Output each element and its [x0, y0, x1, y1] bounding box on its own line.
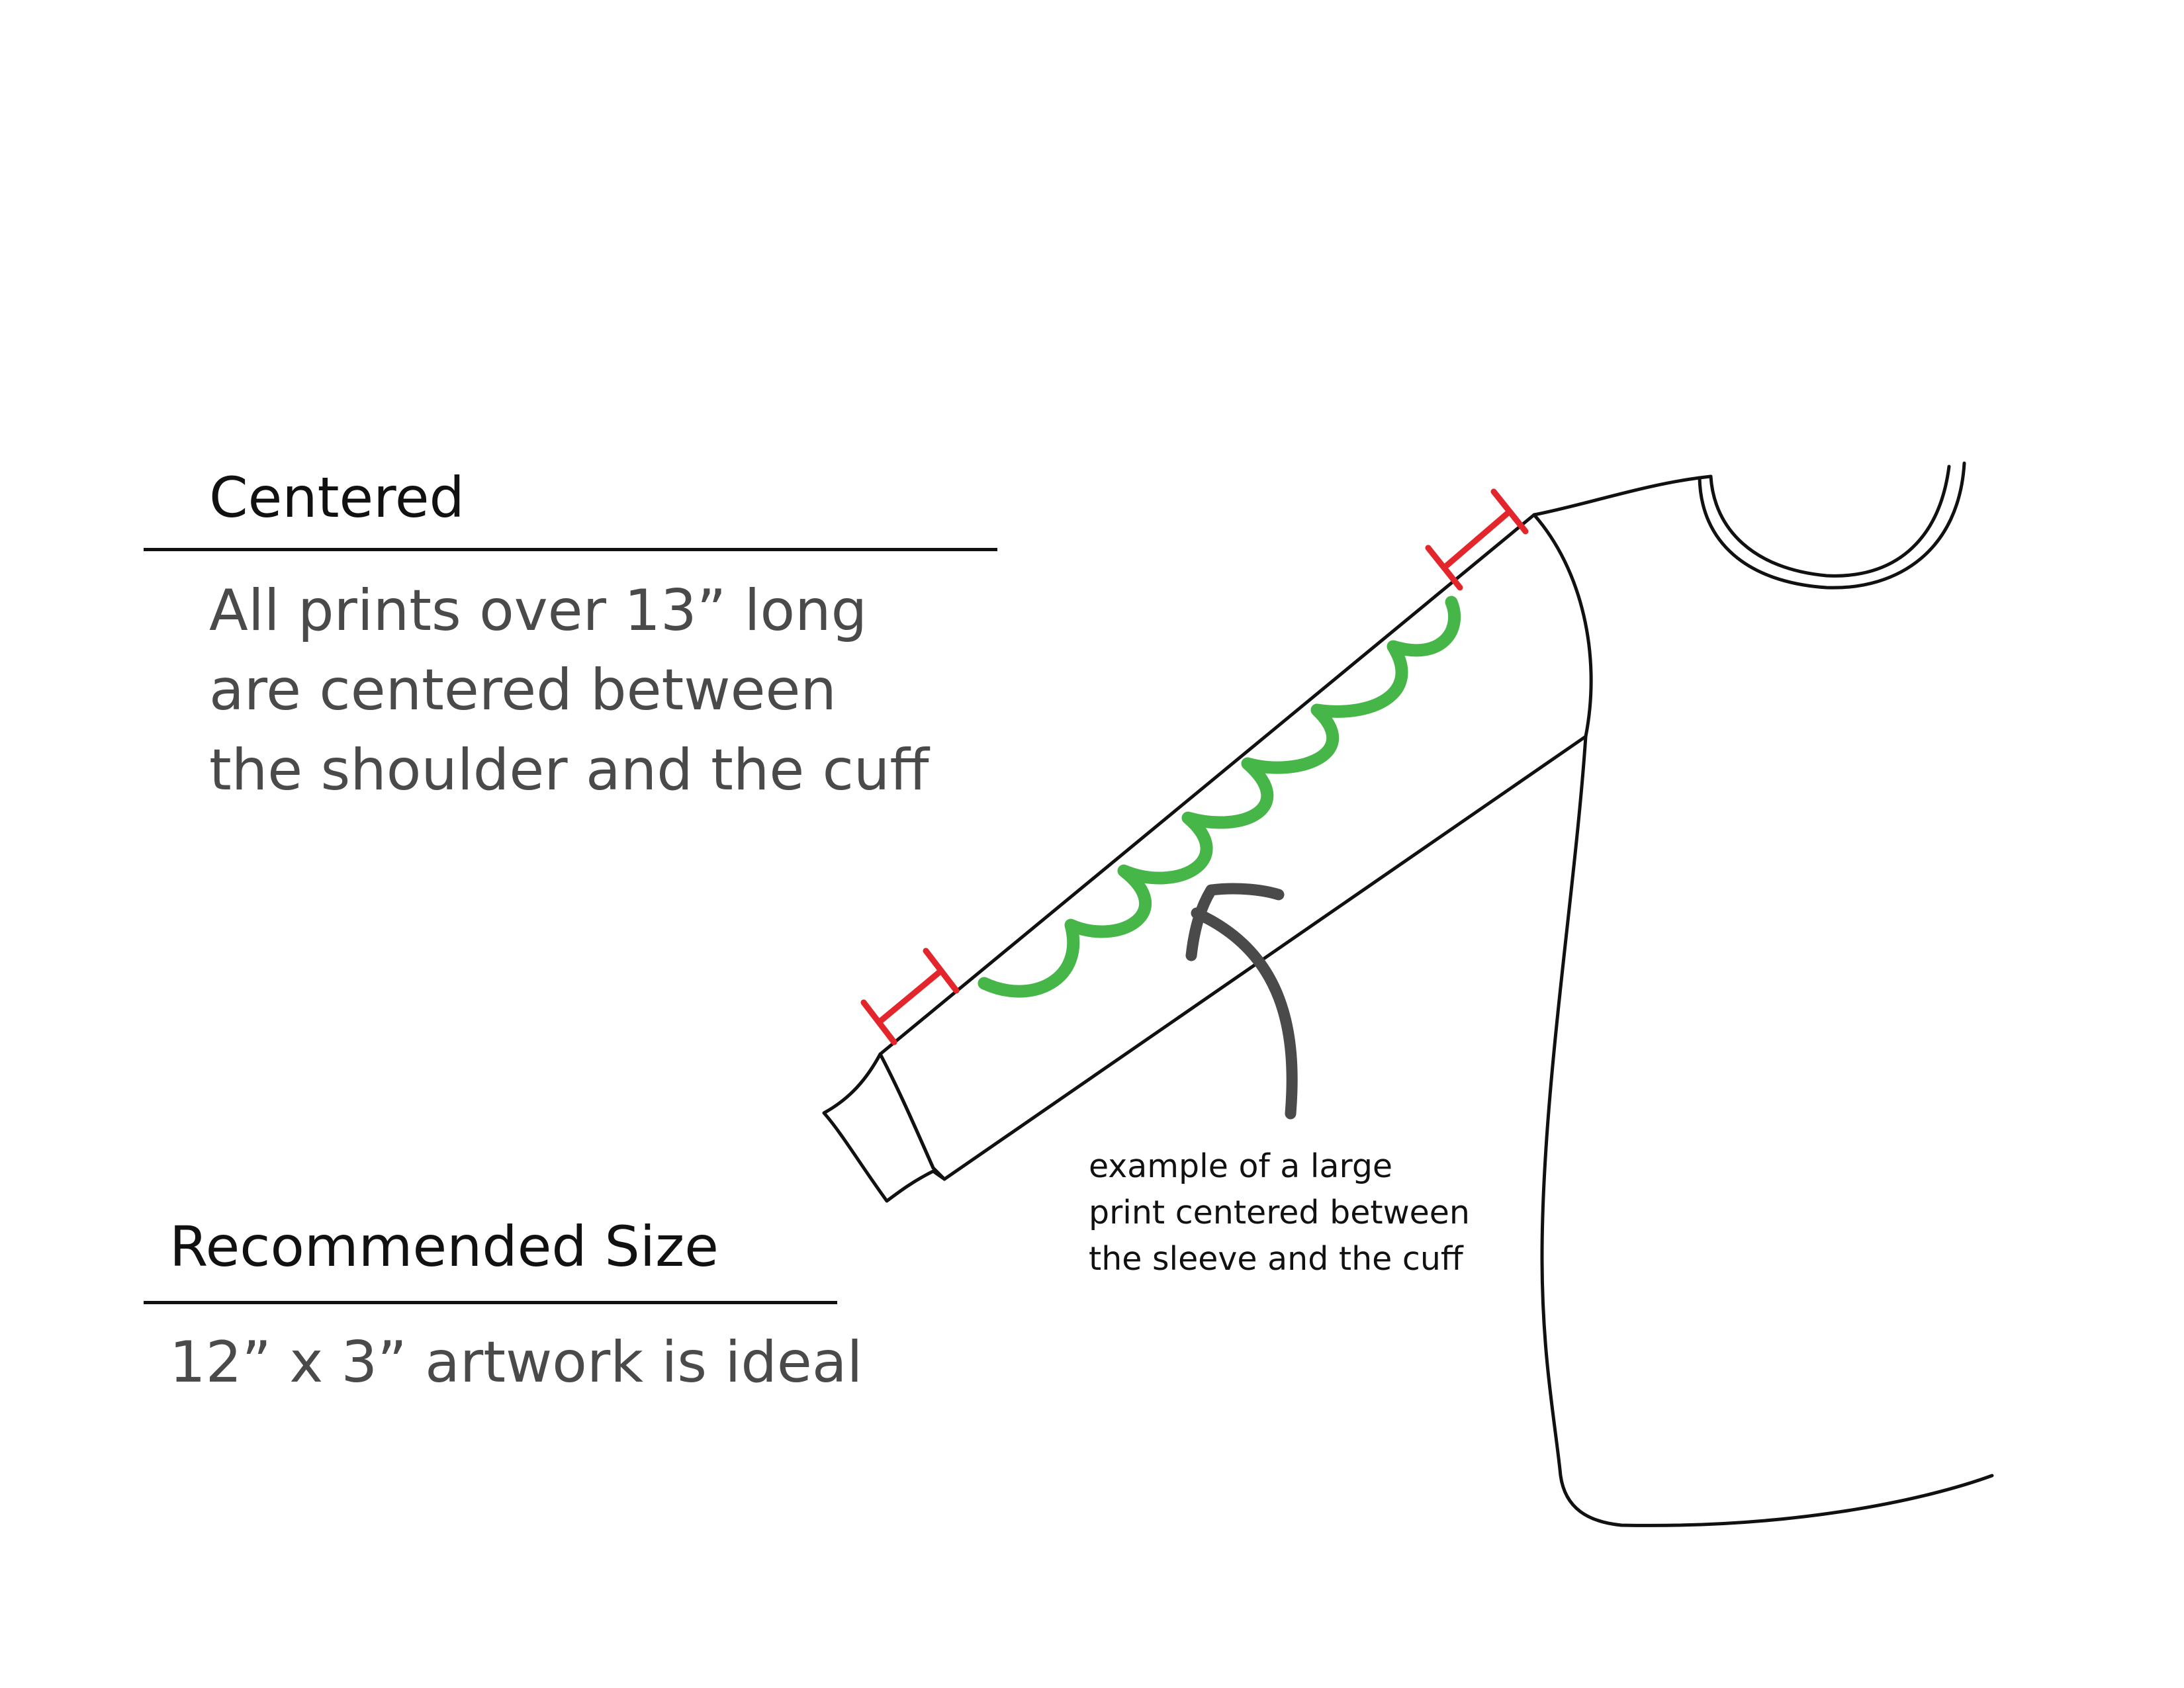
sleeve-cuff-seam [878, 1052, 935, 1170]
armhole-seam [1532, 513, 1593, 738]
shirt-collar-icon [1709, 465, 1951, 578]
annotation-line-2: print centered between [1089, 1194, 1470, 1231]
sleeve-bottom-line [942, 734, 1588, 1181]
shirt-collar-inner-icon [1698, 461, 1966, 590]
cuff-margin-marker-icon [860, 948, 960, 1045]
curved-arrow-head-icon [1185, 883, 1285, 961]
shirt-shoulder-line [1532, 474, 1713, 517]
shirt-body-side [1540, 734, 1994, 1527]
annotation-line-3: the sleeve and the cuff [1089, 1240, 1463, 1278]
shoulder-margin-marker-icon [1425, 488, 1529, 591]
sleeve-top-line [878, 513, 1536, 1056]
sleeve-cuff-icon [822, 1052, 946, 1203]
recommended-size-text: 12” x 3” artwork is ideal [169, 1329, 863, 1396]
recommended-size-rule [144, 1301, 837, 1304]
recommended-size-heading: Recommended Size [169, 1214, 719, 1279]
annotation-line-1: example of a large [1089, 1147, 1393, 1185]
centered-description-line-3: the shoulder and the cuff [209, 737, 929, 803]
centered-heading: Centered [209, 465, 465, 530]
curved-arrow-icon [1191, 907, 1298, 1120]
centered-heading-rule [144, 548, 997, 551]
centered-description-line-1: All prints over 13” long [209, 578, 868, 644]
scallop-print-icon [978, 596, 1461, 998]
centered-description-line-2: are centered between [209, 657, 837, 723]
